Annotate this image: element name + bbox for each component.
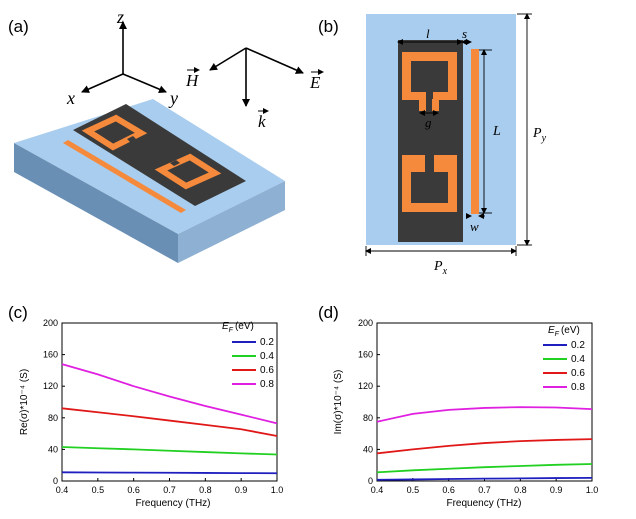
- chart-d: 0.4 0.5 0.6 0.7 0.8 0.9 1.0 0 40 80 120 160 200 0.2 0.…: [358, 318, 598, 495]
- substrate-left-face: [14, 143, 178, 263]
- x-tick-label: 0.7: [163, 485, 176, 495]
- dim-Px-label: Px: [433, 259, 448, 277]
- substrate-right-face: [178, 181, 285, 263]
- legend-label: 0.6: [571, 368, 585, 379]
- x-tick-label: 0.6: [442, 485, 455, 495]
- axis-y-label: y: [168, 88, 178, 108]
- vector-arrows-over-labels: [187, 67, 324, 114]
- series-line-0.6: [376, 438, 593, 455]
- panel-b: (b): [318, 13, 547, 277]
- y-tick-label: 120: [43, 381, 58, 391]
- legend-label: 0.2: [260, 337, 274, 348]
- legend-label: 0.8: [571, 382, 585, 393]
- dim-l-label: l: [426, 26, 430, 41]
- y-tick-label: 160: [43, 350, 58, 360]
- dim-s-label: s: [462, 26, 467, 41]
- y-tick-label: 80: [48, 413, 58, 423]
- y-tick-label: 0: [53, 476, 58, 486]
- chart-c-legend-title: EF(eV): [222, 321, 254, 334]
- plot-frame: [61, 322, 278, 482]
- srr-top: [402, 52, 457, 111]
- x-tick-label: 0.5: [92, 485, 105, 495]
- panel-b-label: (b): [318, 17, 339, 36]
- legend-label: 0.4: [260, 351, 274, 362]
- series-line-0.2: [376, 476, 593, 481]
- x-tick-label: 0.8: [199, 485, 212, 495]
- x-tick-label: 0.4: [56, 485, 69, 495]
- series-line-0.8: [61, 363, 278, 425]
- series-line-0.6: [61, 407, 278, 437]
- panel-d-label: (d): [318, 303, 339, 322]
- axis-z-label: z: [116, 7, 124, 27]
- y-tick-label: 40: [363, 444, 373, 454]
- srr-resonators: [81, 114, 222, 190]
- panel-a-label: (a): [8, 17, 29, 36]
- dim-L-label: L: [492, 124, 501, 139]
- x-tick-label: 0.9: [235, 485, 248, 495]
- bar-resonator-top-view: [471, 49, 479, 214]
- chart-d-legend-title: EF(eV): [548, 325, 580, 338]
- y-tick-label: 200: [43, 318, 58, 328]
- chart-c-xlabel: Frequency (THz): [135, 498, 210, 509]
- x-tick-label: 0.4: [371, 485, 384, 495]
- dim-Py-label: Py: [532, 126, 547, 144]
- dim-g-label: g: [425, 115, 432, 130]
- field-k-label: k: [258, 112, 266, 131]
- chart-d-xlabel: Frequency (THz): [446, 498, 521, 509]
- chart-c: 0.4 0.5 0.6 0.7 0.8 0.9 1.0 0 40 80 120 160 200 0.2 0.…: [43, 318, 283, 495]
- xyz-axes: [81, 21, 167, 93]
- axis-x-label: x: [66, 88, 75, 108]
- srr-gaps: [127, 136, 180, 166]
- series-line-0.4: [61, 446, 278, 456]
- plot-frame: [376, 322, 593, 482]
- legend-label: 0.8: [260, 379, 274, 390]
- series-line-0.8: [376, 406, 593, 423]
- chart-c-ylabel: Re(σ)*10⁻⁴ (S): [19, 369, 30, 435]
- field-e-label: E: [309, 73, 321, 92]
- x-tick-label: 1.0: [586, 485, 599, 495]
- field-h-label: H: [185, 71, 200, 90]
- legend-label: 0.2: [571, 340, 585, 351]
- legend-label: 0.4: [571, 354, 585, 365]
- x-tick-label: 1.0: [271, 485, 284, 495]
- legend-label: 0.6: [260, 365, 274, 376]
- field-vectors: [209, 47, 304, 107]
- y-tick-label: 80: [363, 413, 373, 423]
- x-tick-label: 0.5: [407, 485, 420, 495]
- dimension-lines: [365, 13, 532, 256]
- panel-a: (a) z x y H E k: [8, 7, 324, 263]
- bar-resonator: [63, 140, 186, 213]
- x-tick-label: 0.9: [550, 485, 563, 495]
- y-tick-label: 120: [358, 381, 373, 391]
- y-tick-label: 40: [48, 444, 58, 454]
- chart-d-ylabel: Im(σ)*10⁻⁴ (S): [333, 370, 344, 435]
- panel-c-label: (c): [8, 303, 28, 322]
- x-tick-label: 0.6: [127, 485, 140, 495]
- series-line-0.4: [376, 463, 593, 474]
- dim-w-label: w: [470, 219, 479, 234]
- x-tick-label: 0.7: [478, 485, 491, 495]
- series-line-0.2: [61, 471, 278, 475]
- x-tick-label: 0.8: [514, 485, 527, 495]
- y-tick-label: 0: [368, 476, 373, 486]
- y-tick-label: 200: [358, 318, 373, 328]
- y-tick-label: 160: [358, 350, 373, 360]
- srr-bottom: [402, 155, 457, 212]
